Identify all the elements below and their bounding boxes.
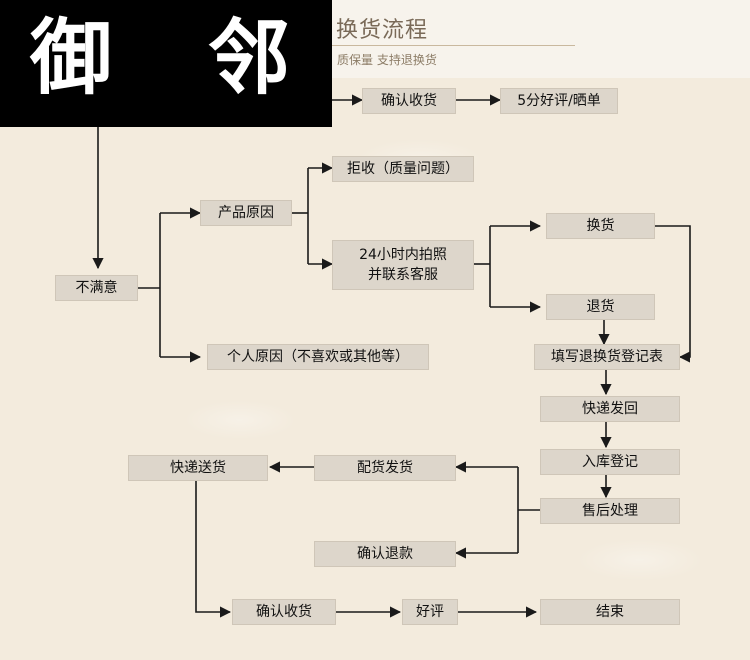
page-subtitle: 质保量 支持退换货 [337,53,437,67]
node-express-return: 快递发回 [540,396,680,422]
node-reject-receipt: 拒收（质量问题） [332,156,474,182]
node-after-sales: 售后处理 [540,498,680,524]
node-confirm-receipt-bottom: 确认收货 [232,599,336,625]
node-photo-contact-line2: 并联系客服 [368,267,438,283]
node-photo-contact-line1: 24小时内拍照 [359,247,447,263]
brand-logo: 御 邻 [0,0,332,127]
node-five-star-review: 5分好评/晒单 [500,88,618,114]
header-divider [330,45,575,46]
node-fill-form: 填写退换货登记表 [534,344,680,370]
node-refund-return: 退货 [546,294,655,320]
node-confirm-receipt-top: 确认收货 [362,88,456,114]
node-good-review: 好评 [402,599,458,625]
node-exchange: 换货 [546,213,655,239]
edge-exchange-to-form [655,225,691,363]
node-express-delivery: 快递送货 [128,455,268,481]
node-product-reason: 产品原因 [200,200,292,226]
logo-char-1: 御 [30,10,113,106]
node-confirm-refund: 确认退款 [314,541,456,567]
node-dissatisfied: 不满意 [55,275,138,301]
node-warehouse-register: 入库登记 [540,449,680,475]
page-title: 换货流程 [336,18,429,43]
node-personal-reason: 个人原因（不喜欢或其他等） [207,344,429,370]
node-end: 结束 [540,599,680,625]
node-ship-goods: 配货发货 [314,455,456,481]
node-photo-contact: 24小时内拍照 并联系客服 [332,240,474,290]
edge-delivery-to-confirm [195,480,232,618]
logo-char-2: 邻 [208,10,291,106]
